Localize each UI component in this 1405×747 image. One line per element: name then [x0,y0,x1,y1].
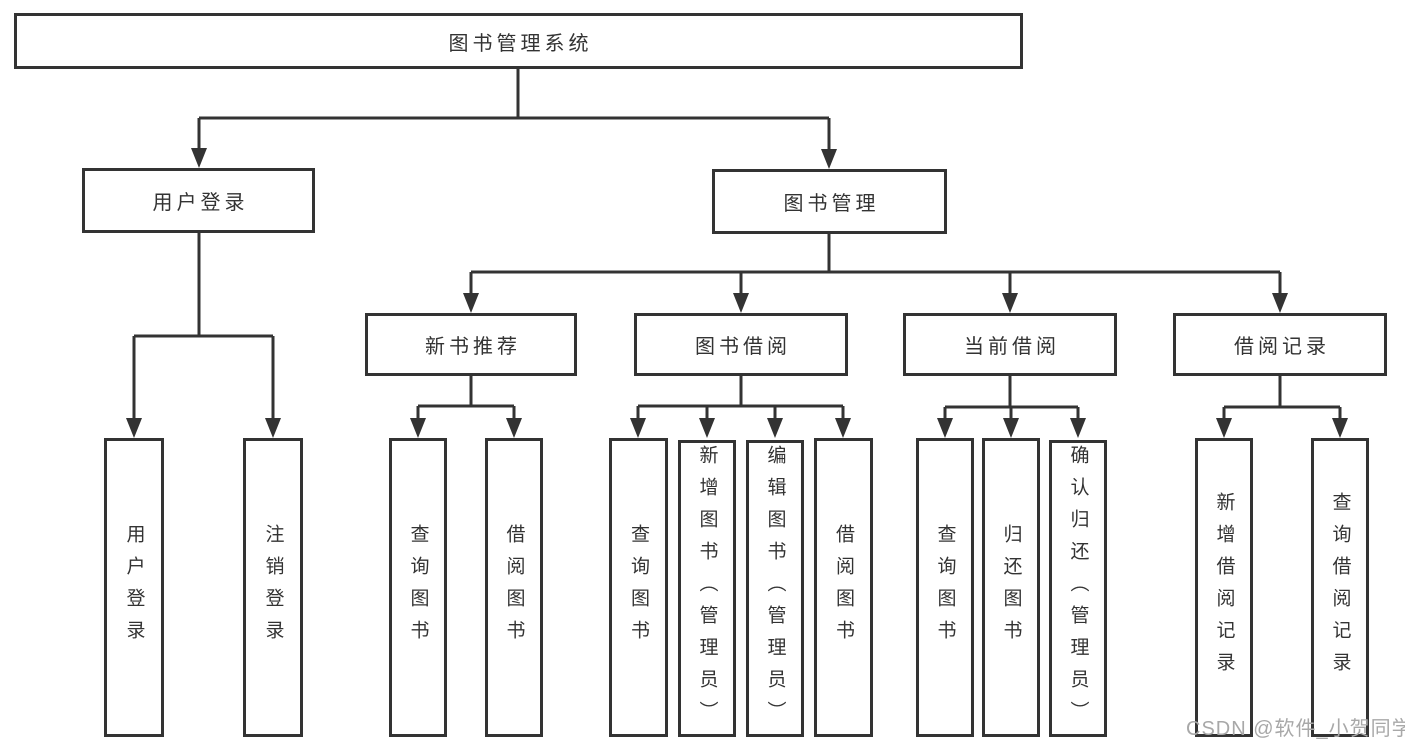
leaf-query-borrow-record: 查询借阅记录 [1311,438,1369,737]
leaf-label: 用户登录 [123,523,145,652]
leaf-query-books-borrow: 查询图书 [609,438,668,737]
leaf-label: 借阅图书 [503,523,525,652]
leaf-confirm-return-admin: 确认归还（管理员） [1049,440,1107,737]
leaf-label: 查询图书 [934,523,956,652]
node-current-borrow: 当前借阅 [903,313,1117,376]
leaf-label: 注销登录 [262,523,284,652]
arrowheads [126,148,1348,438]
leaf-return-books: 归还图书 [982,438,1040,737]
leaf-edit-books-admin: 编辑图书（管理员） [746,440,804,737]
leaf-add-books-admin: 新增图书（管理员） [678,440,736,737]
node-label: 图书借阅 [695,336,791,358]
tree-edges [132,69,1342,420]
node-new-book-recommend: 新书推荐 [365,313,577,376]
node-label: 图书管理系统 [448,32,593,55]
leaf-user-login: 用户登录 [104,438,164,737]
node-book-borrow: 图书借阅 [634,313,848,376]
node-label: 借阅记录 [1234,336,1330,358]
leaf-label: 借阅图书 [833,523,854,652]
leaf-borrow-books: 借阅图书 [814,438,873,737]
leaf-label: 查询图书 [628,523,649,652]
node-label: 用户登录 [152,192,249,214]
node-book-management: 图书管理 [712,169,947,234]
node-label: 新书推荐 [425,336,521,358]
node-label: 图书管理 [783,193,880,215]
leaf-add-borrow-record: 新增借阅记录 [1195,438,1253,737]
node-library-management-system: 图书管理系统 [14,13,1023,69]
leaf-label: 新增图书（管理员） [696,444,718,733]
leaf-label: 确认归还（管理员） [1067,444,1089,733]
csdn-watermark: CSDN @软件_小贺同学 [1186,718,1405,740]
leaf-query-books-current: 查询图书 [916,438,974,737]
leaf-label: 新增借阅记录 [1213,491,1235,684]
leaf-logout: 注销登录 [243,438,303,737]
node-borrow-records: 借阅记录 [1173,313,1387,376]
leaf-label: 编辑图书（管理员） [764,444,786,733]
leaf-borrow-books-recommend: 借阅图书 [485,438,543,737]
leaf-label: 查询图书 [407,523,429,652]
leaf-label: 归还图书 [1000,523,1022,652]
node-user-login: 用户登录 [82,168,315,233]
leaf-label: 查询借阅记录 [1329,491,1351,684]
leaf-query-books-recommend: 查询图书 [389,438,447,737]
node-label: 当前借阅 [964,336,1060,358]
